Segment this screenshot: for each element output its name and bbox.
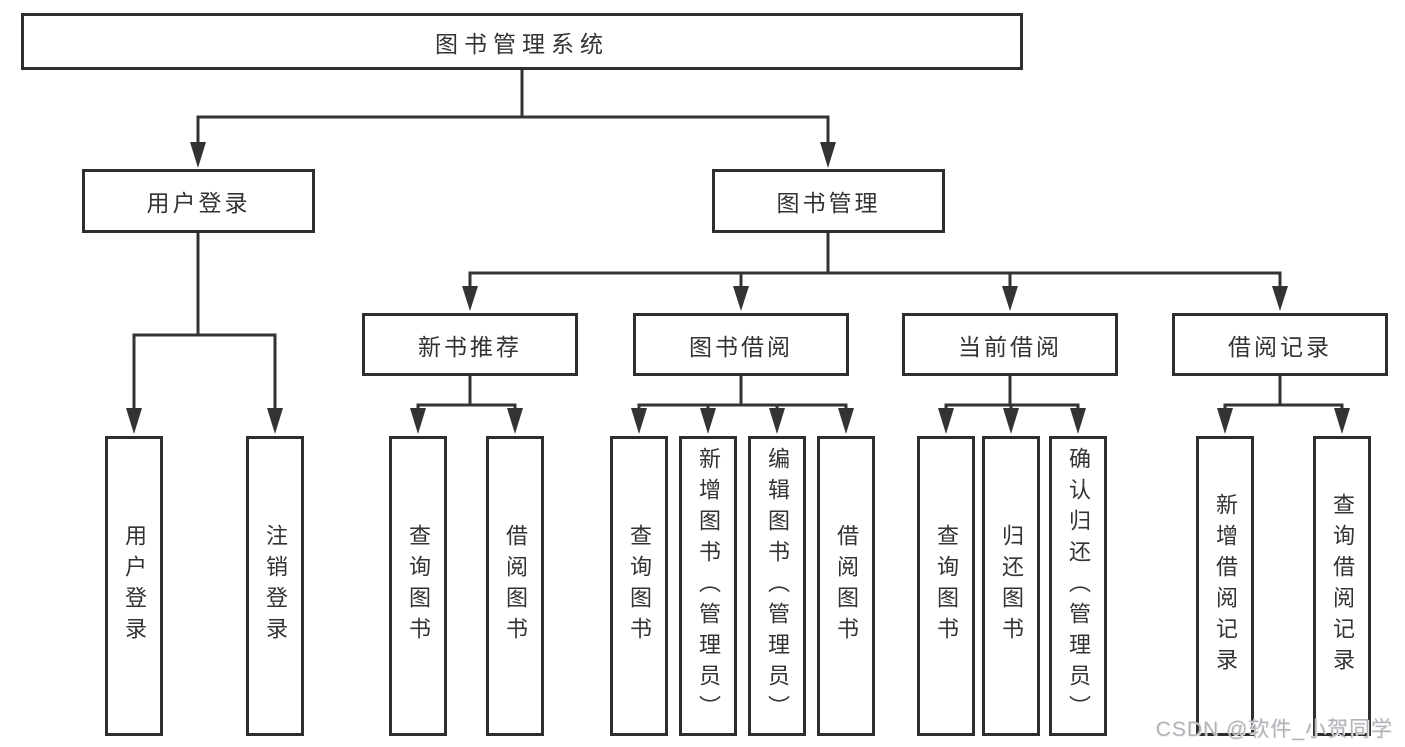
leaf-confirm-return-admin: 确认归还（管理员） [1049, 436, 1107, 736]
leaf-add-borrow-record: 新增借阅记录 [1196, 436, 1254, 736]
leaf-return-books: 归还图书 [982, 436, 1040, 736]
leaf-borrow-books: 借阅图书 [817, 436, 875, 736]
leaf-user-login: 用户登录 [105, 436, 163, 736]
leaf-query-borrow-record: 查询借阅记录 [1313, 436, 1371, 736]
leaf-add-books-admin: 新增图书（管理员） [679, 436, 737, 736]
leaf-recommend-query-books: 查询图书 [389, 436, 447, 736]
csdn-watermark: CSDN @软件_小贺同学 [1155, 718, 1393, 741]
node-current-borrowing: 当前借阅 [902, 313, 1118, 376]
leaf-borrowing-query-books: 查询图书 [610, 436, 668, 736]
leaf-current-query-books: 查询图书 [917, 436, 975, 736]
node-library-management-system: 图书管理系统 [21, 13, 1023, 70]
node-user-login: 用户登录 [82, 169, 315, 233]
node-book-management: 图书管理 [712, 169, 945, 233]
node-book-borrowing: 图书借阅 [633, 313, 849, 376]
leaf-edit-books-admin: 编辑图书（管理员） [748, 436, 806, 736]
leaf-recommend-borrow-books: 借阅图书 [486, 436, 544, 736]
node-borrowing-records: 借阅记录 [1172, 313, 1388, 376]
node-new-book-recommend: 新书推荐 [362, 313, 578, 376]
leaf-logout: 注销登录 [246, 436, 304, 736]
